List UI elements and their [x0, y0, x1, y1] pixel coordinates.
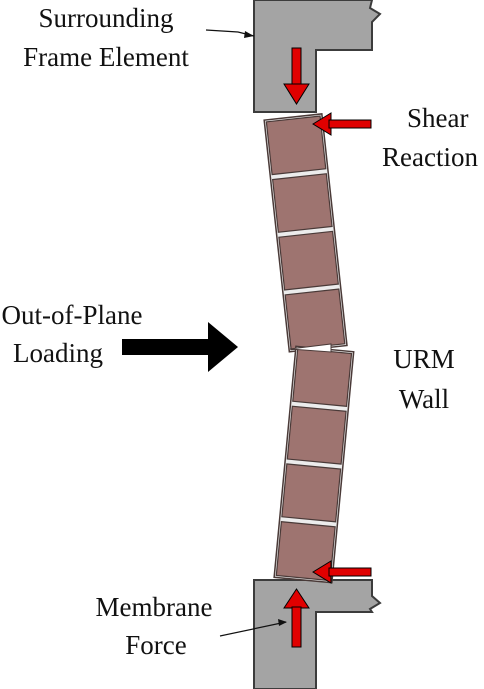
membrane-leader-head: [278, 619, 287, 626]
load-label-line2: Loading: [13, 338, 103, 368]
top-frame-down-arrow: [283, 47, 310, 105]
membrane-label-line2: Force: [125, 630, 186, 660]
brick: [281, 463, 342, 523]
frame-label-line2: Frame Element: [23, 42, 189, 72]
bottom-frame-element: [253, 579, 382, 689]
membrane-force-arrow: [283, 588, 310, 648]
membrane-leader-line: [219, 621, 287, 637]
brick: [271, 173, 333, 233]
upper-wall-segment: [263, 113, 348, 353]
out-of-plane-load-arrow: [122, 322, 238, 372]
shear-label-line1: Shear: [407, 103, 468, 133]
brick: [275, 521, 336, 582]
brick: [292, 347, 353, 407]
brick: [278, 230, 339, 291]
brick: [284, 288, 346, 351]
brick: [265, 115, 327, 176]
shear-reaction-arrow-bottom: [312, 560, 372, 584]
shear-reaction-arrow-top: [312, 112, 372, 136]
frame-leader-head: [244, 31, 254, 38]
frame-label-line1: Surrounding: [39, 3, 174, 33]
lower-wall-segment: [273, 345, 355, 584]
wall-label-line1: URM: [393, 344, 455, 374]
wall-label-line2: Wall: [399, 384, 449, 414]
shear-label-line2: Reaction: [382, 142, 478, 172]
membrane-label-line1: Membrane: [96, 592, 213, 622]
top-frame-element: [253, 0, 382, 113]
brick: [286, 405, 347, 465]
load-label-line1: Out-of-Plane: [2, 300, 143, 330]
hinge-crack: [289, 343, 332, 353]
